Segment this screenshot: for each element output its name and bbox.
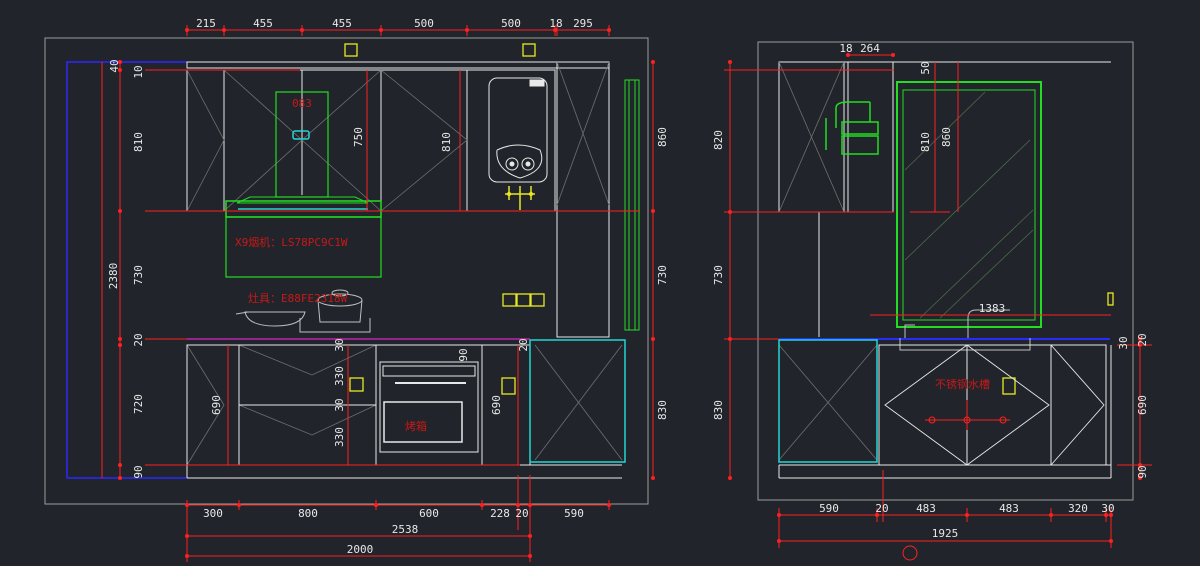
front-left-dim-6: 720 <box>132 394 145 414</box>
side-panel <box>624 79 640 331</box>
side-right-dim-3: 690 <box>1136 395 1149 415</box>
side-socket <box>1107 292 1114 306</box>
side-inner-dim-2: 810 <box>919 132 932 152</box>
front-dimension-ticks <box>118 28 655 558</box>
side-frame <box>757 41 1134 501</box>
front-overall-height: 2380 <box>107 263 120 290</box>
side-elevation: 不锈钢水槽 <box>712 41 1152 561</box>
side-bottom-total: 1925 <box>932 527 959 540</box>
lower-dim-5: 30 <box>333 338 346 351</box>
side-top-dim-1: 18 <box>839 42 852 55</box>
side-bottom-dim-4: 483 <box>999 502 1019 515</box>
side-right-dim-2: 30 <box>1117 336 1130 349</box>
front-bottom-dim-6: 590 <box>564 507 584 520</box>
lower-cabinets <box>186 344 622 479</box>
corner-cabinet <box>529 339 626 463</box>
front-top-dim-1: 215 <box>196 17 216 30</box>
side-lower-cabinets <box>778 344 1112 479</box>
water-heater <box>488 77 548 210</box>
side-door-marks <box>778 61 878 461</box>
front-elevation: 215 455 455 500 500 18 295 40 10 810 730… <box>44 17 669 562</box>
side-bottom-dim-6: 30 <box>1101 502 1114 515</box>
front-dimension-lines <box>101 25 654 562</box>
hood-height-dim: 750 <box>352 127 365 147</box>
front-bottom-total2: 2000 <box>347 543 374 556</box>
front-bottom-total: 2538 <box>392 523 419 536</box>
front-top-dim-6: 18 <box>549 17 562 30</box>
sink-plumbing <box>925 400 1010 430</box>
front-left-dim-3: 810 <box>132 132 145 152</box>
lower-dim-3: 30 <box>333 398 346 411</box>
sink-note: 不锈钢水槽 <box>935 378 990 391</box>
window-width-dim: 1383 <box>979 302 1006 315</box>
section-marker <box>902 545 918 561</box>
door-swing-marks <box>186 61 623 466</box>
front-left-dim-7: 90 <box>132 465 145 478</box>
side-bottom-dim-2: 20 <box>875 502 888 515</box>
front-left-dim-4: 730 <box>132 265 145 285</box>
lower-dim-2: 330 <box>333 366 346 386</box>
side-bottom-dim-3: 483 <box>916 502 936 515</box>
front-bottom-dim-3: 600 <box>419 507 439 520</box>
side-dimension-lines <box>724 54 1152 548</box>
side-corner-cabinet <box>778 339 878 463</box>
side-upper-cabinets <box>778 61 1111 337</box>
side-left-dim-1: 820 <box>712 130 725 150</box>
side-inner-dim-3: 860 <box>940 127 953 147</box>
side-left-dim-2: 730 <box>712 265 725 285</box>
side-right-dim-1: 20 <box>1136 333 1149 346</box>
stove-note: 灶具：E88FE2318W <box>248 292 348 305</box>
range-hood <box>225 91 382 278</box>
hood-code: 083 <box>292 97 312 110</box>
oven <box>379 361 479 453</box>
window <box>896 81 1042 328</box>
front-top-dim-5: 500 <box>501 17 521 30</box>
side-left-dim-3: 830 <box>712 400 725 420</box>
front-left-dim-1: 40 <box>108 59 121 72</box>
front-bottom-dim-2: 800 <box>298 507 318 520</box>
side-door-diamonds <box>884 344 1105 466</box>
side-inner-dim-1: 50 <box>919 61 932 74</box>
side-dimension-ticks <box>728 53 1142 543</box>
side-bottom-dim-5: 320 <box>1068 502 1088 515</box>
hood-handle-icon <box>292 130 310 140</box>
sink-socket <box>1002 377 1016 395</box>
front-bottom-dim-5: 20 <box>515 507 528 520</box>
front-left-dim-5: 20 <box>132 333 145 346</box>
front-frame <box>44 37 649 505</box>
front-left-dim-2: 10 <box>132 65 145 78</box>
upper-cab-dim: 810 <box>440 132 453 152</box>
lower-dim-8: 20 <box>517 338 530 351</box>
wall-outline <box>66 61 187 478</box>
stove-cookware <box>235 289 371 333</box>
rack-icon <box>825 101 879 155</box>
lower-dim-6: 90 <box>457 348 470 361</box>
oven-note: 烤箱 <box>405 419 427 433</box>
front-bottom-dim-1: 300 <box>203 507 223 520</box>
front-bottom-dim-4: 228 <box>490 507 510 520</box>
sockets <box>344 43 545 395</box>
side-top-dim-2: 264 <box>860 42 880 55</box>
side-right-dim-4: 90 <box>1136 465 1149 478</box>
front-top-dim-7: 295 <box>573 17 593 30</box>
lower-dim-4: 330 <box>333 427 346 447</box>
front-top-dim-4: 500 <box>414 17 434 30</box>
front-top-dim-3: 455 <box>332 17 352 30</box>
front-right-dim-2: 730 <box>656 265 669 285</box>
hood-note: X9烟机：LS78PC9C1W <box>235 235 348 249</box>
front-right-dim-1: 860 <box>656 127 669 147</box>
front-top-dim-2: 455 <box>253 17 273 30</box>
sink-faucet <box>899 309 1031 351</box>
lower-dim-1: 690 <box>210 395 223 415</box>
side-bottom-dim-1: 590 <box>819 502 839 515</box>
front-right-dim-3: 830 <box>656 400 669 420</box>
lower-dim-7: 690 <box>490 395 503 415</box>
